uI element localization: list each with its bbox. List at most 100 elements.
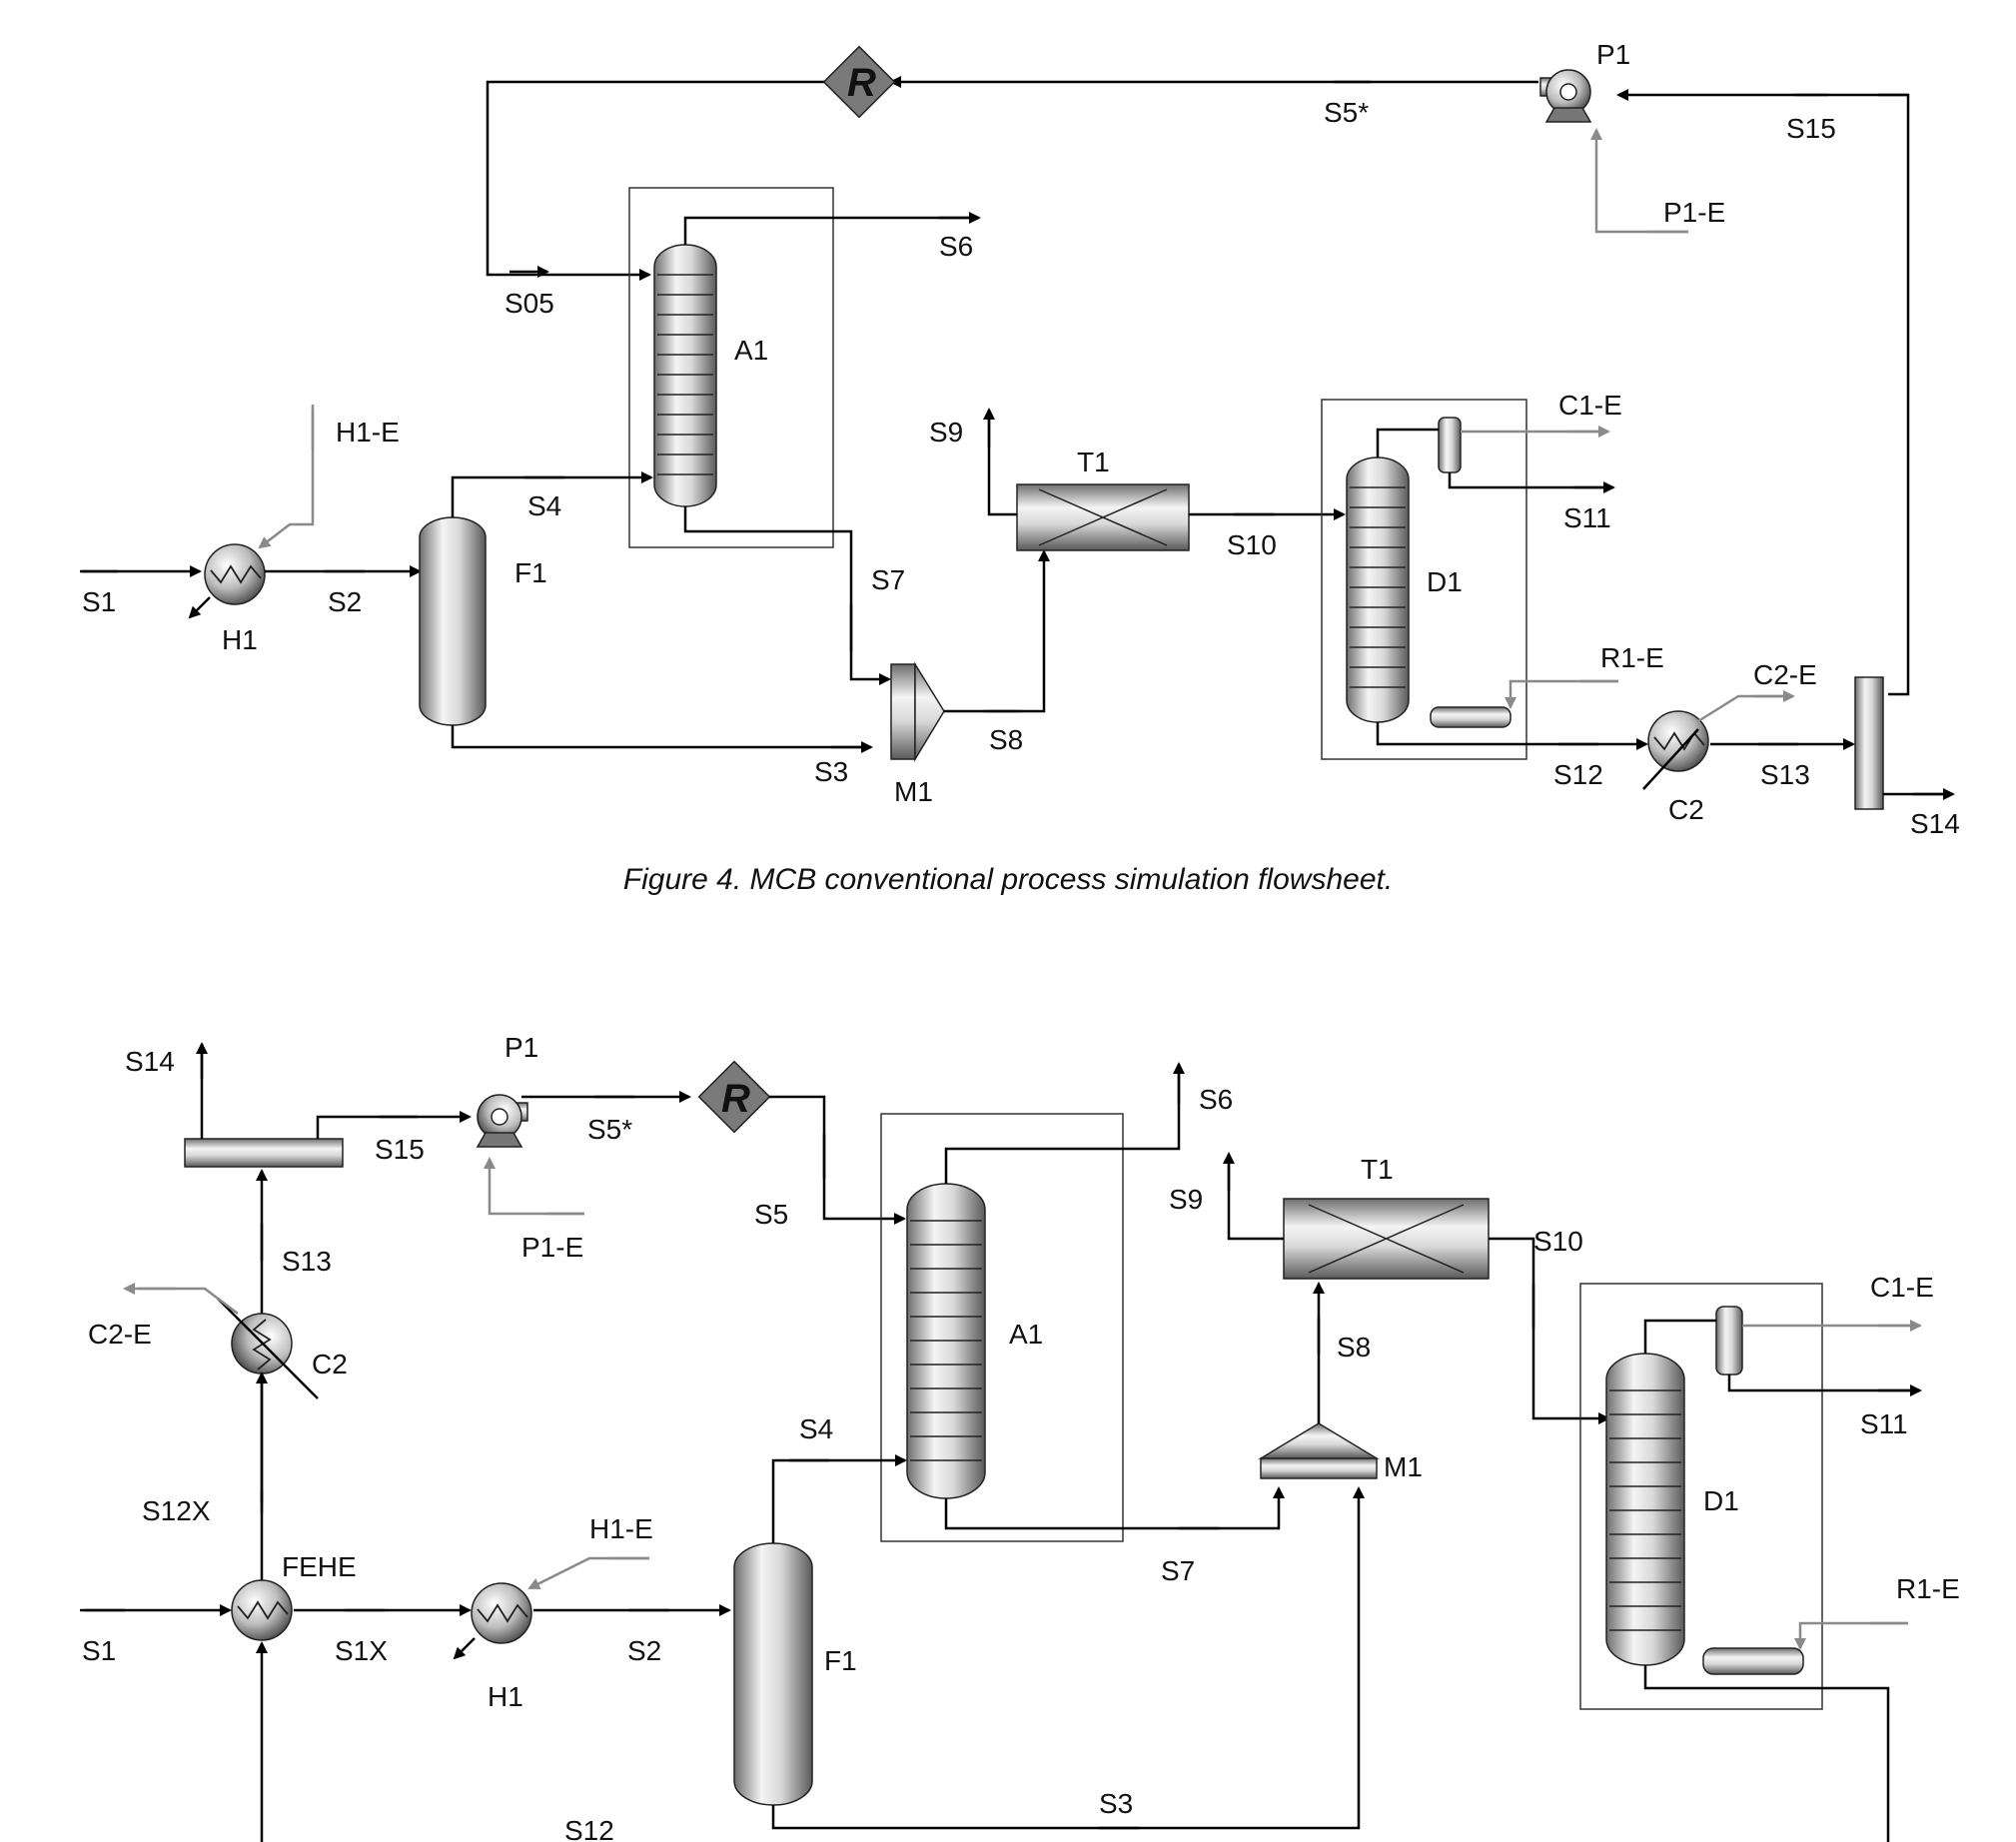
a1-box	[880, 1113, 1124, 1542]
label-p1: P1	[504, 1032, 538, 1063]
stream-s5-line	[769, 1095, 906, 1225]
heater-h1	[204, 543, 266, 605]
d1-box	[1321, 399, 1527, 760]
label-h1: H1	[222, 624, 258, 655]
column-d1	[1605, 1353, 1685, 1666]
label-c2e: C2-E	[88, 1319, 152, 1350]
label-s3: S3	[1099, 1788, 1133, 1819]
label-s15: S15	[375, 1134, 425, 1165]
d1-box	[1579, 1283, 1823, 1710]
label-c1e: C1-E	[1558, 390, 1622, 421]
label-d1: D1	[1703, 1485, 1739, 1516]
label-s11: S11	[1860, 1408, 1908, 1439]
stream-s05-line	[486, 80, 824, 281]
label-c2: C2	[312, 1349, 348, 1380]
stream-s15-line	[316, 1111, 472, 1139]
label-s13: S13	[282, 1246, 332, 1277]
label-s10: S10	[1533, 1226, 1583, 1257]
label-s5star: S5*	[587, 1114, 632, 1145]
a1-box	[628, 187, 834, 548]
absorber-a1	[653, 244, 717, 507]
energy-p1e-line	[484, 1157, 584, 1216]
label-s12x: S12X	[142, 1495, 211, 1526]
label-t1: T1	[1077, 447, 1110, 477]
h1-out-arrow	[453, 1637, 476, 1660]
label-s1: S1	[82, 586, 116, 617]
d1-trays	[1609, 1389, 1681, 1631]
recycle-block-r: R	[697, 1060, 771, 1134]
energy-r1e-line	[1794, 1621, 1908, 1650]
label-s5star: S5*	[1324, 97, 1369, 128]
label-s15: S15	[1786, 113, 1836, 144]
heater-h1	[471, 1582, 532, 1644]
energy-h1e-line	[527, 1556, 649, 1590]
energy-c2e-line	[1697, 690, 1795, 723]
energy-h1e-line	[258, 405, 315, 549]
label-s11: S11	[1563, 502, 1611, 533]
stream-s4-line	[771, 1454, 907, 1543]
label-s1: S1	[82, 1635, 116, 1666]
pump-p1	[477, 1094, 528, 1148]
t1-cross	[1308, 1204, 1465, 1274]
mixer-m1	[1258, 1422, 1380, 1479]
label-s8: S8	[1337, 1332, 1371, 1363]
stream-s6-line	[683, 212, 981, 245]
label-p1: P1	[1596, 39, 1630, 70]
label-s10: S10	[1227, 529, 1277, 560]
recycle-label: R	[847, 61, 876, 105]
label-s2: S2	[328, 586, 362, 617]
label-c1e: C1-E	[1870, 1272, 1934, 1303]
label-s13: S13	[1760, 759, 1810, 790]
stream-s4-line	[451, 471, 653, 517]
label-f1: F1	[824, 1645, 857, 1676]
stream-s9-line	[1223, 1152, 1284, 1241]
recycle-label: R	[721, 1077, 750, 1121]
stream-s6-line	[944, 1062, 1185, 1184]
a1-trays	[910, 1220, 982, 1461]
label-p1e: P1-E	[1663, 197, 1725, 228]
stream-s3-line	[451, 725, 873, 753]
label-f1: F1	[514, 557, 547, 588]
condenser-c1	[1715, 1306, 1743, 1376]
recycle-block-r: R	[822, 45, 896, 119]
t1-cross	[1038, 488, 1168, 546]
stream-d1-bottoms	[1643, 1665, 1890, 1842]
c2-diag	[217, 1298, 319, 1399]
label-s2: S2	[627, 1635, 661, 1666]
label-s6: S6	[1199, 1084, 1233, 1115]
label-m1: M1	[1384, 1451, 1423, 1482]
label-s8: S8	[989, 724, 1023, 755]
label-c2e: C2-E	[1753, 659, 1817, 690]
h1-out-arrow	[188, 596, 211, 619]
label-a1: A1	[1009, 1319, 1043, 1350]
d1-trays	[1350, 486, 1406, 688]
label-a1: A1	[734, 335, 768, 366]
label-s14: S14	[125, 1046, 175, 1077]
stream-s7-line	[683, 506, 891, 685]
label-h1e: H1-E	[336, 417, 400, 448]
label-s12: S12	[564, 1815, 614, 1842]
exchanger-fehe	[231, 1579, 293, 1641]
stream-s12-line	[1376, 722, 1648, 750]
label-p1e: P1-E	[521, 1232, 583, 1263]
figure-4-flowsheet: R	[80, 39, 1960, 896]
label-s4: S4	[799, 1413, 833, 1444]
label-s7: S7	[871, 564, 905, 595]
label-s1x: S1X	[335, 1635, 388, 1666]
stream-s11-line	[1448, 472, 1615, 493]
label-s7: S7	[1161, 1555, 1195, 1586]
label-m1: M1	[894, 776, 933, 807]
figure-5-flowsheet: R	[80, 1032, 1960, 1842]
label-s12: S12	[1553, 759, 1603, 790]
label-d1: D1	[1427, 566, 1463, 597]
flash-f1	[419, 516, 487, 726]
stream-s15-line	[1878, 93, 1910, 696]
label-s4: S4	[527, 490, 561, 521]
reboiler-r1	[1430, 706, 1512, 728]
label-t1: T1	[1361, 1154, 1394, 1185]
column-d1	[1346, 457, 1410, 723]
splitter	[1854, 676, 1884, 810]
stream-s9-line	[983, 408, 1017, 516]
d1-overhead	[1376, 428, 1439, 458]
